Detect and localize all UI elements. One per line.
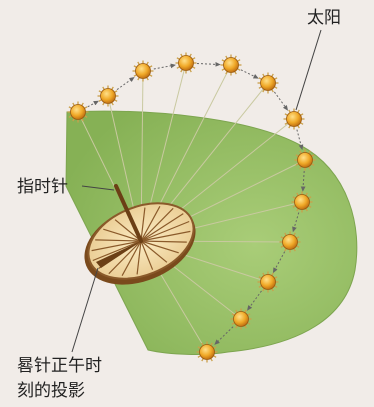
sun-path-arrow bbox=[241, 70, 257, 78]
sun-path-arrow bbox=[154, 65, 174, 69]
sun-icon bbox=[98, 86, 119, 107]
noon-shadow-label-line2: 刻的投影 bbox=[17, 380, 85, 402]
sun-icon bbox=[133, 61, 154, 82]
sun-icon bbox=[176, 53, 197, 74]
sun-label: 太阳 bbox=[307, 7, 341, 29]
sun-path-arrow bbox=[274, 92, 287, 109]
sun-icon bbox=[284, 109, 305, 130]
sun-icon bbox=[221, 55, 242, 76]
noon-shadow-label-line1: 晷针正午时 bbox=[17, 355, 102, 377]
shadow-leader-line bbox=[72, 268, 98, 352]
sun-path-arrow bbox=[88, 102, 98, 107]
sun-icon bbox=[258, 73, 279, 94]
sun-path-arrow bbox=[197, 64, 219, 65]
sun-leader-line bbox=[296, 30, 321, 110]
gnomon-label: 指时针 bbox=[17, 176, 68, 198]
sun-path-arrow bbox=[117, 78, 133, 90]
